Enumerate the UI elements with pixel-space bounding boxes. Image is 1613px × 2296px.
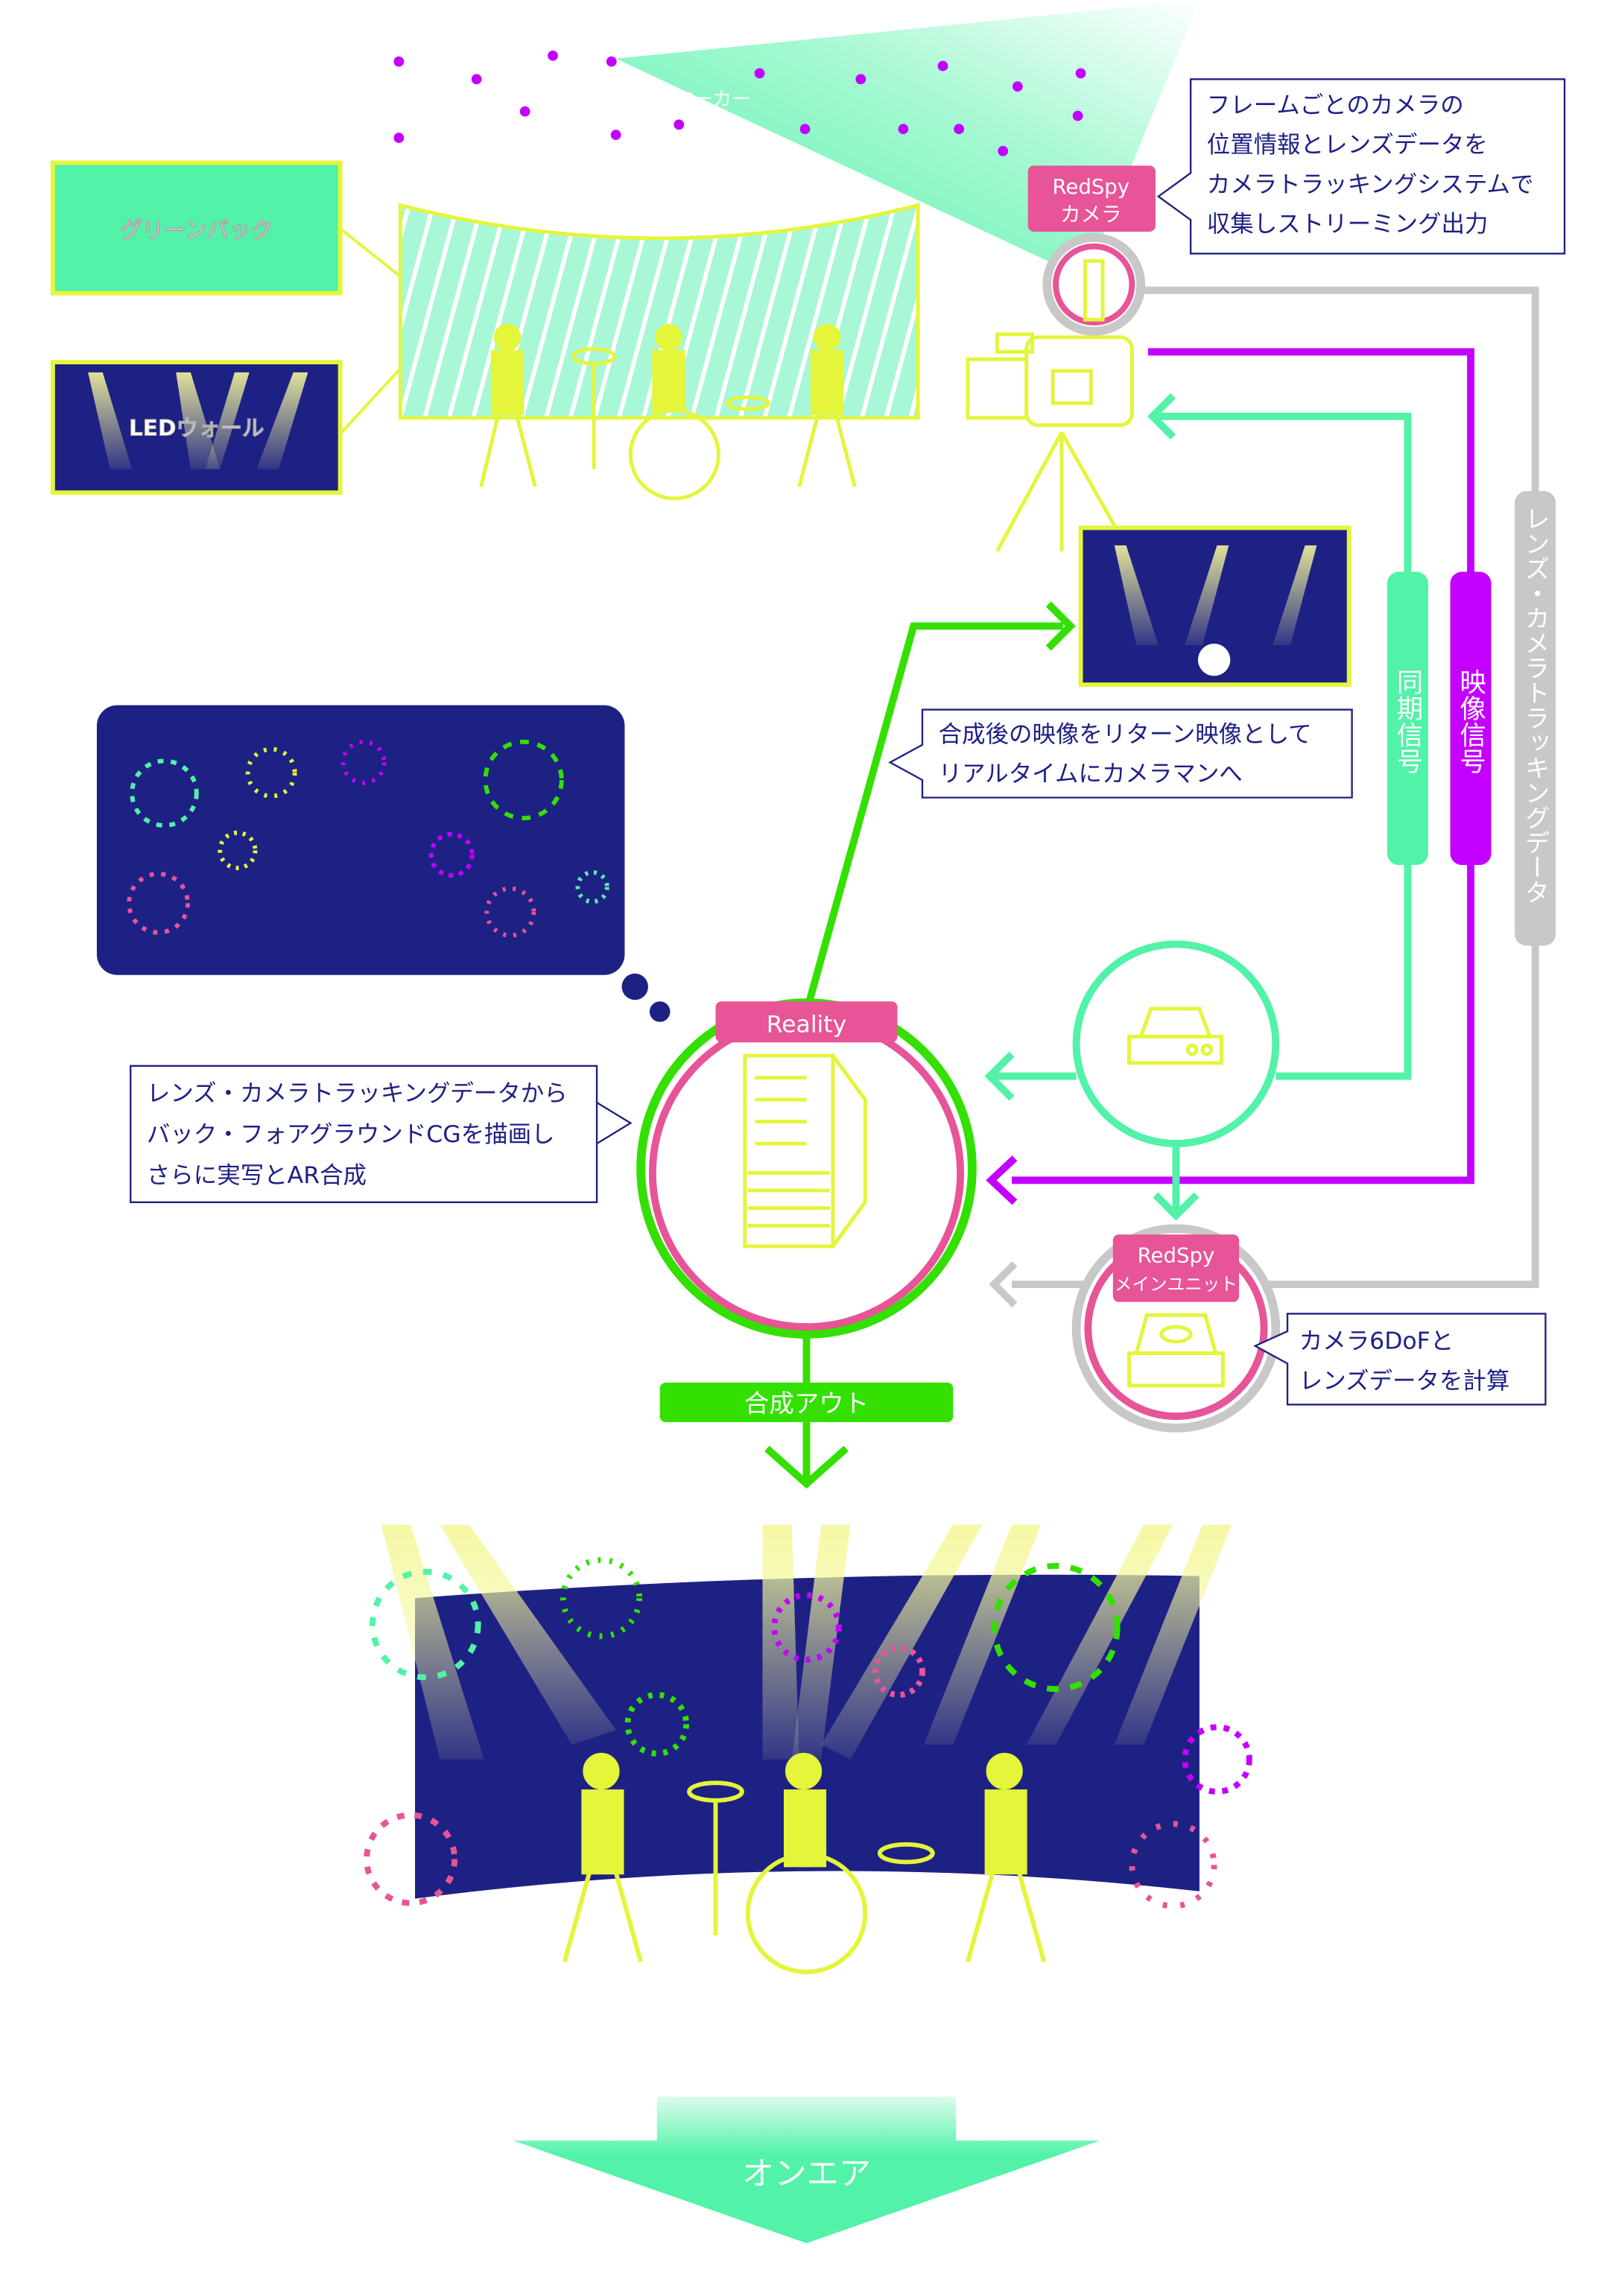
reality-badge — [715, 1001, 898, 1043]
thought-bubble-dot — [621, 973, 648, 1000]
on-air-label: オンエア — [742, 2155, 871, 2192]
marker-label: マーカー — [674, 89, 750, 111]
band-illustration — [479, 323, 857, 501]
thought-bubble-dot — [649, 1001, 671, 1022]
composite-spotlights — [381, 1524, 1232, 1760]
sync-generator-icon — [1127, 1006, 1223, 1065]
reality-server-ring — [636, 998, 977, 1339]
arrow-head-icon — [989, 1260, 1018, 1308]
arrow-head-icon — [986, 1155, 1018, 1205]
camera-note-callout — [1156, 78, 1566, 255]
main-unit-note-callout — [1253, 1313, 1547, 1406]
redspy-camera-label-2: カメラ — [1060, 203, 1122, 226]
camera-note: フレームごとのカメラの 位置情報とレンズデータを カメラトラッキングシステムで … — [1207, 92, 1534, 238]
reality-note-line: バック・フォアグラウンドCGを描画し — [147, 1121, 555, 1148]
monitor-spotlights — [1114, 545, 1317, 676]
arrow-head-icon — [1153, 1192, 1200, 1221]
green-back-label: グリーンバック — [120, 218, 273, 243]
sync-signal-label: 同期信号 — [1392, 668, 1423, 774]
redspy-main-label-2: メインユニット — [1115, 1274, 1238, 1295]
return-note-line: 合成後の映像をリターン映像として — [939, 721, 1312, 748]
camera-note-line: 収集しストリーミング出力 — [1207, 211, 1489, 238]
composite-out-badge — [659, 1382, 954, 1423]
tracking-sensor-icon — [1083, 259, 1105, 322]
return-note-line: リアルタイムにカメラマンへ — [939, 761, 1243, 787]
video-signal-label: 映像信号 — [1456, 668, 1486, 774]
reality-note-callout — [130, 1065, 633, 1203]
camera-note-line: 位置情報とレンズデータを — [1207, 132, 1488, 159]
composite-fireworks — [364, 1557, 1252, 1909]
arrow-head-icon — [984, 1051, 1015, 1101]
redspy-main-label-1: RedSpy — [1138, 1244, 1215, 1268]
main-unit-note-line: カメラ6DoFと — [1299, 1328, 1454, 1355]
cg-fireworks-panel — [96, 705, 625, 975]
main-unit-note-line: レンズデータを計算 — [1299, 1368, 1510, 1395]
composite-band-illustration — [562, 1752, 1047, 1975]
green-back-box — [50, 160, 343, 296]
video-signal-badge — [1450, 571, 1492, 866]
camera-sensor-ring — [1042, 232, 1146, 336]
return-video-line — [802, 622, 1063, 1013]
camera-note-line: フレームごとのカメラの — [1207, 92, 1464, 119]
led-wall-label: LEDウォール — [129, 416, 264, 441]
on-air-arrow — [513, 2096, 1100, 2244]
arrow-head-icon — [1147, 393, 1176, 440]
composite-out-label: 合成アウト — [744, 1389, 869, 1418]
return-note-callout — [888, 708, 1353, 799]
arrow-head-icon — [1045, 601, 1076, 651]
camera-sensor-ring-inner — [1053, 243, 1135, 326]
server-icon — [743, 1053, 867, 1249]
tracking-markers — [393, 50, 1086, 156]
tracking-data-badge — [1515, 491, 1556, 946]
reality-label: Reality — [767, 1012, 847, 1038]
led-wall-spotlights — [88, 372, 308, 469]
reality-note-line: レンズ・カメラトラッキングデータから — [147, 1080, 568, 1107]
tracking-data-label: レンズ・カメラトラッキングデータ — [1521, 506, 1550, 904]
main-unit-icon — [1127, 1313, 1225, 1388]
green-screen-stage — [398, 203, 920, 420]
arrow-head-icon — [764, 1445, 849, 1489]
camera-note-line: カメラトラッキングシステムで — [1207, 171, 1534, 198]
fireworks-icons — [127, 739, 609, 938]
redspy-camera-badge — [1027, 165, 1156, 232]
reality-note-line: さらに実写とAR合成 — [147, 1162, 367, 1189]
video-camera-icon — [966, 332, 1134, 553]
redspy-main-unit-badge — [1112, 1234, 1240, 1302]
sync-signal-badge — [1387, 571, 1428, 866]
sync-generator-circle — [1072, 940, 1280, 1148]
redspy-camera-label-1: RedSpy — [1052, 175, 1129, 199]
